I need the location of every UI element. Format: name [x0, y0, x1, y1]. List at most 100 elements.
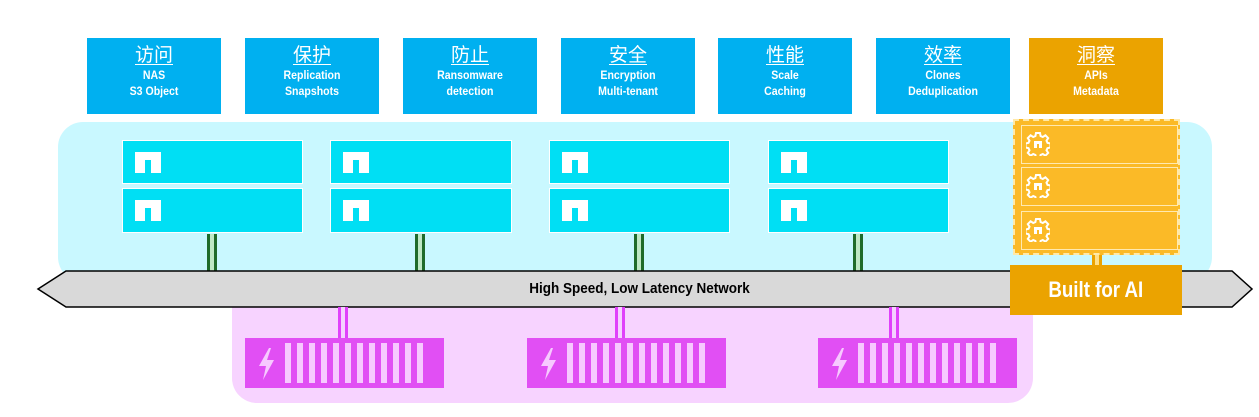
- netapp-logo-icon: [781, 200, 807, 221]
- netapp-logo-icon: [135, 200, 161, 221]
- drive-slot: [699, 343, 705, 383]
- drive-slot: [882, 343, 888, 383]
- drive-bays: [285, 343, 423, 383]
- drive-slot: [603, 343, 609, 383]
- drive-slot: [417, 343, 423, 383]
- drive-slot: [285, 343, 291, 383]
- gear-icon: [1026, 132, 1050, 156]
- feature-line: Snapshots: [285, 84, 339, 98]
- netapp-logo-icon: [343, 152, 369, 173]
- drive-slot: [297, 343, 303, 383]
- feature-line: Encryption: [600, 68, 656, 82]
- ai-node: [1021, 167, 1178, 206]
- drive-slot: [918, 343, 924, 383]
- drive-slot: [333, 343, 339, 383]
- drive-slot: [858, 343, 864, 383]
- feature-title: 访问: [134, 44, 173, 66]
- storage-link: [889, 307, 899, 338]
- storage-link: [338, 307, 348, 338]
- ai-node: [1021, 125, 1178, 164]
- network-link: [415, 234, 425, 272]
- network-link: [853, 234, 863, 272]
- feature-performance: 性能 Scale Caching: [718, 38, 852, 114]
- feature-title: 保护: [292, 44, 331, 66]
- feature-line: Clones: [925, 68, 961, 82]
- feature-insight: 洞察 APIs Metadata: [1029, 38, 1163, 114]
- gear-icon: [1026, 174, 1050, 198]
- drive-slot: [870, 343, 876, 383]
- controller-node: [330, 188, 512, 233]
- feature-title: 性能: [765, 44, 804, 66]
- drive-slot: [906, 343, 912, 383]
- drive-slot: [990, 343, 996, 383]
- netapp-logo-icon: [781, 152, 807, 173]
- drive-slot: [369, 343, 375, 383]
- storage-shelf: [245, 338, 444, 388]
- netapp-logo-icon: [343, 200, 369, 221]
- drive-slot: [615, 343, 621, 383]
- drive-slot: [579, 343, 585, 383]
- built-for-ai-text: Built for AI: [1048, 277, 1144, 302]
- drive-slot: [405, 343, 411, 383]
- flash-bolt-icon: [832, 348, 847, 380]
- drive-slot: [591, 343, 597, 383]
- ai-node: [1021, 211, 1178, 250]
- feature-title: 洞察: [1076, 44, 1115, 66]
- network-link: [634, 234, 644, 272]
- drive-bays: [858, 343, 996, 383]
- drive-slot: [345, 343, 351, 383]
- controller-node: [768, 188, 949, 233]
- feature-line: Caching: [764, 84, 806, 98]
- controller-node: [122, 188, 303, 233]
- feature-protection: 保护 Replication Snapshots: [245, 38, 379, 114]
- feature-efficiency: 效率 Clones Deduplication: [876, 38, 1010, 114]
- drive-slot: [675, 343, 681, 383]
- netapp-logo-icon: [135, 152, 161, 173]
- feature-line: Scale: [771, 68, 799, 82]
- feature-security: 安全 Encryption Multi-tenant: [561, 38, 695, 114]
- feature-title: 防止: [450, 44, 489, 66]
- feature-line: Ransomware: [437, 68, 503, 82]
- feature-title: 效率: [923, 44, 962, 66]
- feature-line: Deduplication: [908, 84, 978, 98]
- feature-line: S3 Object: [129, 84, 179, 98]
- controller-node: [330, 140, 512, 184]
- drive-slot: [627, 343, 633, 383]
- drive-bays: [567, 343, 705, 383]
- network-link: [207, 234, 217, 272]
- storage-link: [615, 307, 625, 338]
- drive-slot: [978, 343, 984, 383]
- drive-slot: [894, 343, 900, 383]
- drive-slot: [639, 343, 645, 383]
- drive-slot: [942, 343, 948, 383]
- drive-slot: [381, 343, 387, 383]
- controller-node: [549, 140, 730, 184]
- ai-link: [1092, 255, 1102, 267]
- storage-shelf: [527, 338, 726, 388]
- feature-line: Multi-tenant: [598, 84, 658, 98]
- drive-slot: [966, 343, 972, 383]
- drive-slot: [687, 343, 693, 383]
- feature-access: 访问 NAS S3 Object: [87, 38, 221, 114]
- netapp-logo-icon: [562, 152, 588, 173]
- drive-slot: [954, 343, 960, 383]
- drive-slot: [567, 343, 573, 383]
- gear-icon: [1026, 218, 1050, 242]
- feature-line: Metadata: [1073, 84, 1119, 98]
- drive-slot: [930, 343, 936, 383]
- netapp-logo-icon: [562, 200, 588, 221]
- built-for-ai-label: Built for AI: [1010, 265, 1182, 315]
- drive-slot: [663, 343, 669, 383]
- storage-shelf: [818, 338, 1017, 388]
- network-bar: [36, 270, 1254, 308]
- feature-prevention: 防止 Ransomware detection: [403, 38, 537, 114]
- drive-slot: [357, 343, 363, 383]
- controller-node: [768, 140, 949, 184]
- flash-bolt-icon: [259, 348, 274, 380]
- drive-slot: [309, 343, 315, 383]
- network-label-text: High Speed, Low Latency Network: [529, 280, 751, 297]
- drive-slot: [321, 343, 327, 383]
- controller-node: [122, 140, 303, 184]
- feature-line: detection: [446, 84, 494, 98]
- feature-line: APIs: [1084, 68, 1108, 82]
